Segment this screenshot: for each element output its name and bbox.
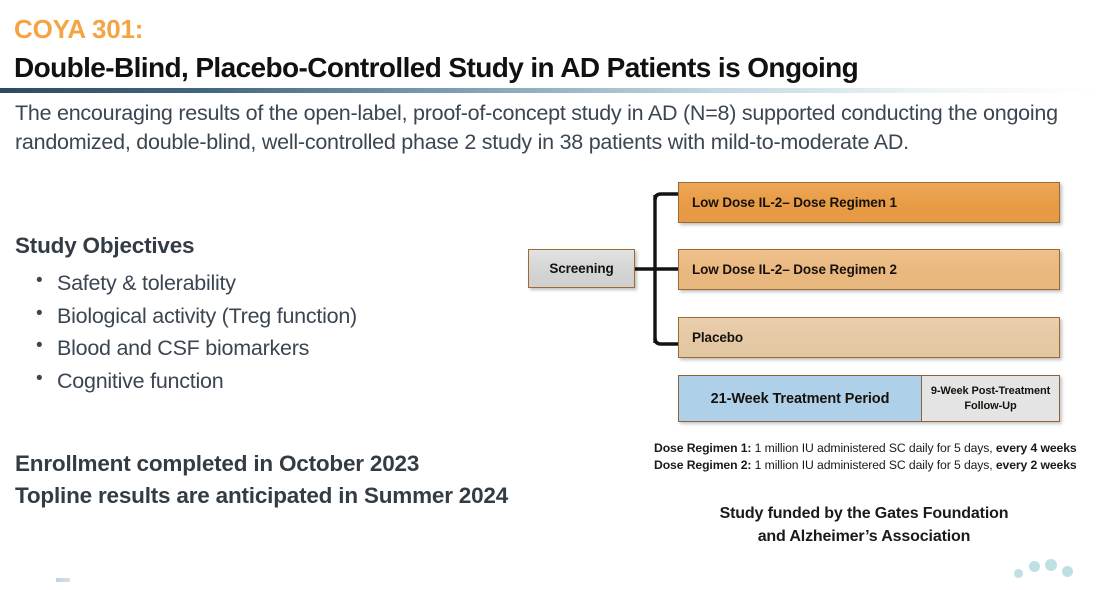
footnote-regimen-1: Dose Regimen 1: 1 million IU administere… <box>654 440 1094 457</box>
dot-icon <box>1014 569 1023 578</box>
footnote-regimen-2: Dose Regimen 2: 1 million IU administere… <box>654 457 1094 474</box>
objectives-heading: Study Objectives <box>15 233 195 258</box>
branch-connector-icon <box>630 192 678 346</box>
page-title: Double-Blind, Placebo-Controlled Study i… <box>14 52 859 83</box>
funding-line-1: Study funded by the Gates Foundation <box>719 505 1009 522</box>
arm-label: Low Dose IL-2– Dose Regimen 2 <box>692 262 897 277</box>
footnote-lead: Dose Regimen 1: <box>654 441 752 455</box>
slide-eyebrow: COYA 301: <box>14 14 144 44</box>
arm-label: Placebo <box>692 330 744 345</box>
dot-icon <box>1045 559 1057 571</box>
list-item: Cognitive function <box>36 365 357 398</box>
arm-box-regimen-2: Low Dose IL-2– Dose Regimen 2 <box>678 249 1060 290</box>
footnote-emphasis: every 4 weeks <box>995 441 1077 455</box>
followup-period-segment: 9-Week Post-Treatment Follow-Up <box>922 376 1059 421</box>
arm-box-regimen-1: Low Dose IL-2– Dose Regimen 1 <box>678 182 1060 223</box>
dot-icon <box>1062 566 1073 577</box>
footnote-lead: Dose Regimen 2: <box>654 457 752 472</box>
followup-line-2: Follow-Up <box>964 399 1017 412</box>
dot-icon <box>1029 561 1040 572</box>
funding-line-2: and Alzheimer’s Association <box>757 527 971 545</box>
corner-artifact <box>56 578 70 582</box>
status-statements: Enrollment completed in October 2023 Top… <box>15 448 508 512</box>
header-divider <box>0 88 1100 93</box>
funding-statement: Study funded by the Gates Foundation and… <box>654 503 1074 548</box>
list-item: Safety & tolerability <box>36 267 357 300</box>
enrollment-statement: Enrollment completed in October 2023 <box>15 451 420 476</box>
list-item: Blood and CSF biomarkers <box>36 332 357 365</box>
screening-label: Screening <box>549 261 614 276</box>
intro-paragraph: The encouraging results of the open-labe… <box>15 101 1058 154</box>
arm-box-placebo: Placebo <box>678 317 1060 358</box>
arm-label: Low Dose IL-2– Dose Regimen 1 <box>692 195 897 210</box>
timeline-bar: 21-Week Treatment Period 9-Week Post-Tre… <box>678 375 1060 422</box>
treatment-period-segment: 21-Week Treatment Period <box>679 376 922 421</box>
footnote-emphasis: every 2 weeks <box>995 457 1077 472</box>
topline-statement: Topline results are anticipated in Summe… <box>15 482 509 508</box>
decorative-dots <box>1014 556 1078 578</box>
followup-line-1: 9-Week Post-Treatment <box>930 384 1051 397</box>
footnotes-block: Dose Regimen 1: 1 million IU administere… <box>654 440 1094 474</box>
list-item: Biological activity (Treg function) <box>36 300 357 333</box>
footnote-body: 1 million IU administered SC daily for 5… <box>751 457 996 472</box>
objectives-list: Safety & tolerability Biological activit… <box>36 267 357 398</box>
footnote-body: 1 million IU administered SC daily for 5… <box>751 441 996 455</box>
screening-box: Screening <box>528 249 635 288</box>
